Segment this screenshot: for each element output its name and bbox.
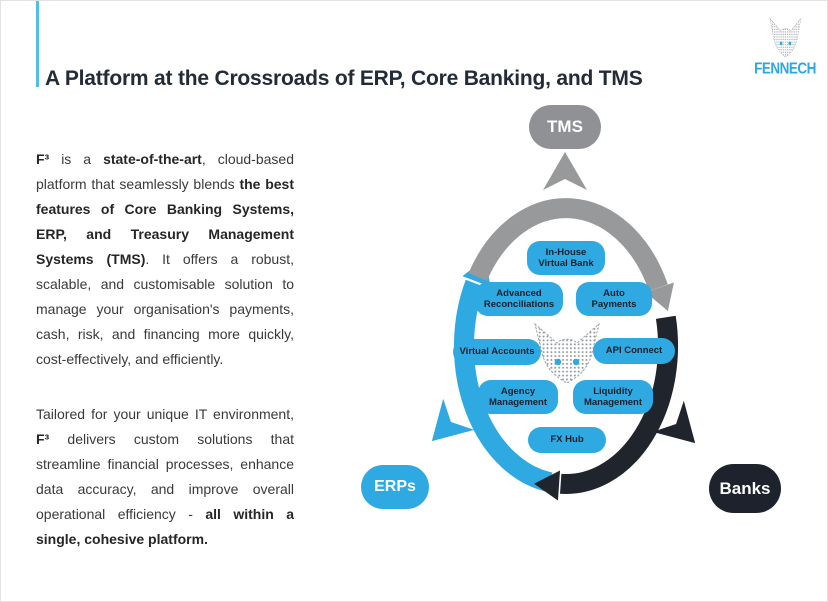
module-in-house-virtual-bank: In-House Virtual Bank <box>527 241 605 275</box>
node-erps: ERPs <box>361 465 429 509</box>
module-auto-payments: Auto Payments <box>576 282 652 316</box>
brand-name: FENNECH <box>754 59 816 78</box>
module-virtual-accounts: Virtual Accounts <box>453 339 541 365</box>
body-copy: F³ is a state-of-the-art, cloud-based pl… <box>36 147 294 582</box>
node-banks: Banks <box>709 464 781 513</box>
page-title: A Platform at the Crossroads of ERP, Cor… <box>45 67 643 91</box>
module-advanced-reconciliations: Advanced Reconciliations <box>475 282 563 316</box>
arrow-to-tms-icon <box>543 152 587 190</box>
module-fx-hub: FX Hub <box>528 427 606 453</box>
node-tms: TMS <box>529 105 601 149</box>
intro-paragraph: F³ is a state-of-the-art, cloud-based pl… <box>36 151 294 367</box>
brand-logo: FENNECH <box>743 17 827 78</box>
fennech-fox-icon <box>769 17 802 58</box>
ring-segment-tms <box>468 198 674 312</box>
tailored-paragraph: Tailored for your unique IT environment,… <box>36 406 294 547</box>
module-liquidity-management: Liquidity Management <box>573 380 653 414</box>
fennech-fox-center-icon <box>534 322 600 384</box>
module-api-connect: API Connect <box>593 338 675 364</box>
title-accent-bar <box>36 1 39 87</box>
module-agency-management: Agency Management <box>478 380 558 414</box>
arrow-to-erps-icon <box>431 398 475 442</box>
arrow-to-banks-icon <box>652 400 696 444</box>
